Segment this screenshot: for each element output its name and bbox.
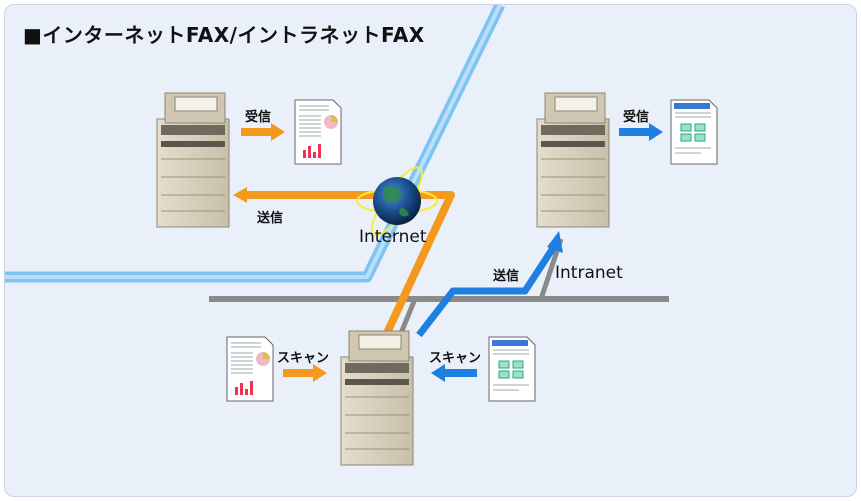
scan-arrow-right: [431, 364, 477, 382]
mfp-printer-icon-top-right: [536, 92, 610, 228]
receive-label-left: 受信: [245, 110, 272, 125]
orange-send-path: [247, 191, 455, 335]
globe-icon: [356, 166, 438, 236]
document-chart-icon-received: [294, 99, 342, 165]
receive-arrow-left: [241, 123, 285, 141]
receive-arrow-right: [619, 123, 663, 141]
mfp-printer-icon-top-left: [156, 92, 230, 228]
document-chart-icon-scanned: [226, 336, 274, 402]
intranet-branch-bottom: [398, 298, 418, 334]
scan-label-right: スキャン: [429, 351, 482, 366]
document-diagram-icon-scanned: [488, 336, 536, 402]
scan-label-left: スキャン: [277, 351, 330, 366]
intranet-label: Intranet: [555, 263, 623, 283]
receive-label-right: 受信: [623, 110, 650, 125]
mfp-printer-icon-bottom: [340, 330, 414, 466]
scan-arrow-left: [283, 364, 327, 382]
diagram-graphics: [5, 5, 718, 466]
send-label-right: 送信: [493, 269, 520, 284]
internet-label: Internet: [359, 227, 427, 247]
diagram-canvas: ■インターネットFAX/イントラネットFAX 受信 送信 Internet 受信…: [4, 4, 857, 497]
send-label-left: 送信: [257, 211, 284, 226]
blue-send-path: [416, 243, 558, 338]
document-diagram-icon-received: [670, 99, 718, 165]
diagram-title: ■インターネットFAX/イントラネットFAX: [23, 23, 425, 47]
